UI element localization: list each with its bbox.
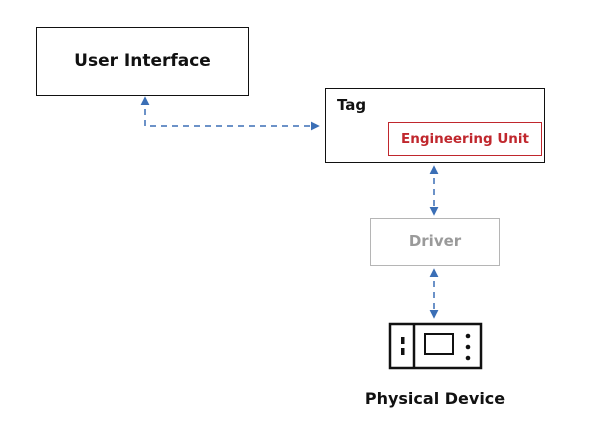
driver-node: Driver [370, 218, 500, 266]
user-interface-label: User Interface [74, 51, 211, 71]
user-interface-node: User Interface [36, 27, 249, 96]
driver-label: Driver [408, 232, 462, 250]
engineering-unit-node: Engineering Unit [388, 122, 542, 156]
physical-device-icon [388, 322, 483, 370]
engineering-unit-label: Engineering Unit [401, 131, 529, 147]
ui-tag-connector [140, 96, 320, 131]
tag-node: Tag Engineering Unit [325, 88, 545, 163]
physical-device-label: Physical Device [364, 389, 506, 408]
tag-label: Tag [337, 96, 367, 114]
